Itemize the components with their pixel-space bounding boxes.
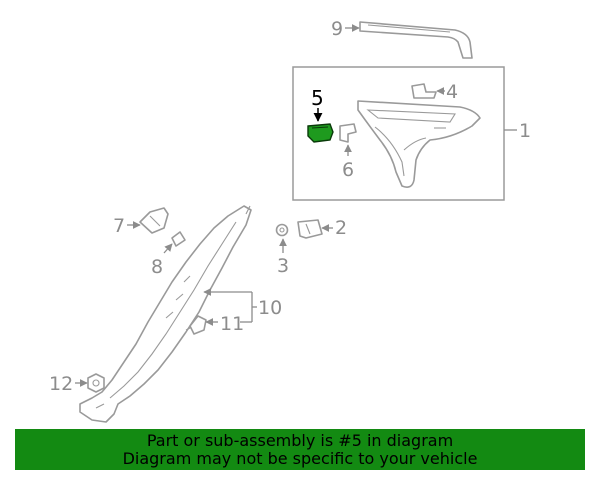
part-5-highlighted [307,123,334,143]
leader-10 [203,288,257,323]
callout-10: 10 [258,297,282,319]
info-banner: Part or sub-assembly is #5 in diagram Di… [15,429,585,470]
banner-line-1: Part or sub-assembly is #5 in diagram [146,430,454,450]
callout-12: 12 [49,373,73,395]
callout-3: 3 [277,255,289,277]
part-7-cover [139,207,169,234]
part-11-clip [189,315,207,335]
callout-1: 1 [519,120,531,142]
callout-5: 5 [311,86,324,110]
part-3-screw [275,223,289,237]
callout-7: 7 [113,215,125,237]
part-9-strip [359,21,473,59]
banner-line-2: Diagram may not be specific to your vehi… [122,448,478,468]
part-1-panel [357,100,481,188]
callout-8: 8 [151,256,163,278]
leader-8 [163,243,173,254]
inset-box [292,66,505,201]
part-4-clip [411,83,437,99]
callout-4: 4 [446,81,458,103]
part-6-bracket [339,123,357,143]
part-8-clip [171,231,186,247]
callout-2: 2 [335,217,347,239]
callout-11: 11 [220,313,244,335]
callout-9: 9 [331,18,343,40]
callout-6: 6 [342,159,354,181]
part-12-nut [87,373,105,393]
part-2-bracket [297,219,323,239]
